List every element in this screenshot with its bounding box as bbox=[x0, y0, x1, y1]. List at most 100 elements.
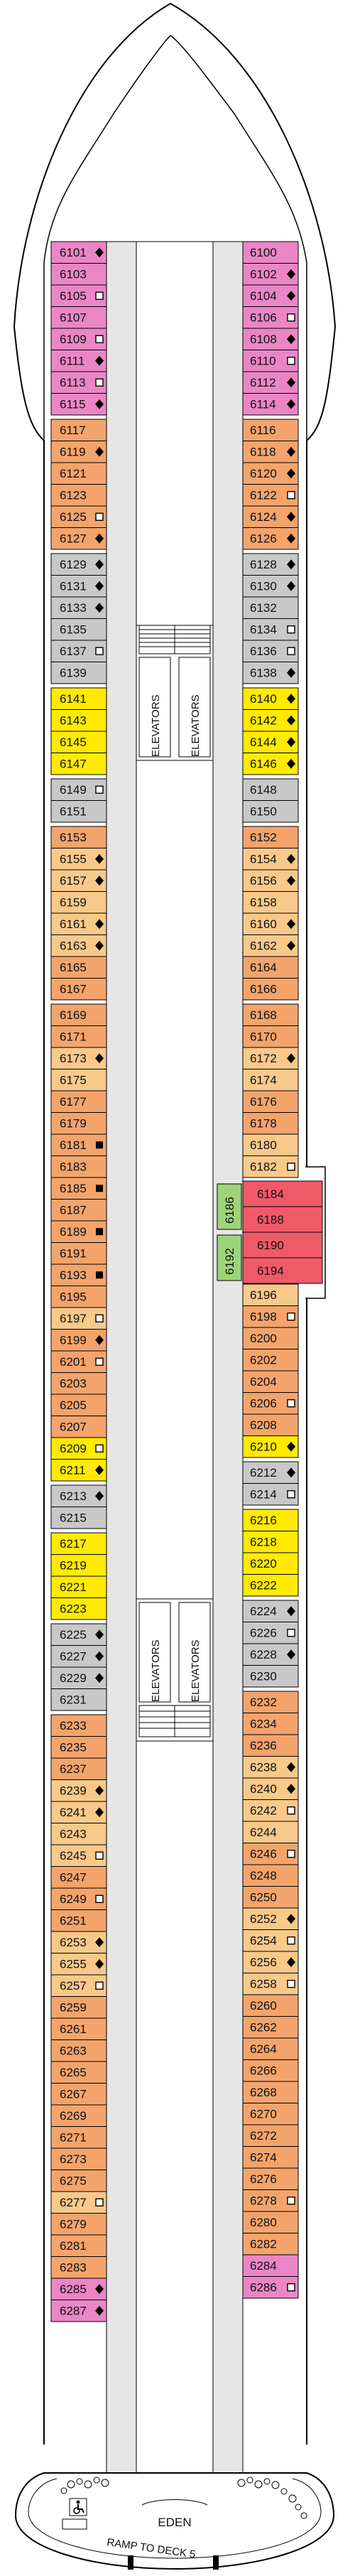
cabin-6123[interactable]: 6123 bbox=[50, 484, 107, 507]
cabin-6181[interactable]: 6181 bbox=[50, 1133, 107, 1156]
cabin-6149[interactable]: 6149 bbox=[50, 778, 107, 801]
cabin-6244[interactable]: 6244 bbox=[242, 1821, 299, 1843]
cabin-6255[interactable]: 6255 bbox=[50, 1953, 107, 1976]
cabin-6168[interactable]: 6168 bbox=[242, 1003, 299, 1026]
cabin-6240[interactable]: 6240 bbox=[242, 1777, 299, 1800]
cabin-6129[interactable]: 6129 bbox=[50, 553, 107, 576]
cabin-6207[interactable]: 6207 bbox=[50, 1416, 107, 1438]
cabin-6222[interactable]: 6222 bbox=[242, 1574, 299, 1597]
cabin-6283[interactable]: 6283 bbox=[50, 2256, 107, 2279]
cabin-6130[interactable]: 6130 bbox=[242, 575, 299, 598]
cabin-6132[interactable]: 6132 bbox=[242, 596, 299, 619]
cabin-6144[interactable]: 6144 bbox=[242, 731, 299, 753]
cabin-6223[interactable]: 6223 bbox=[50, 1597, 107, 1620]
cabin-6172[interactable]: 6172 bbox=[242, 1047, 299, 1069]
cabin-6136[interactable]: 6136 bbox=[242, 640, 299, 662]
cabin-6280[interactable]: 6280 bbox=[242, 2211, 299, 2233]
cabin-6281[interactable]: 6281 bbox=[50, 2234, 107, 2257]
cabin-6249[interactable]: 6249 bbox=[50, 1887, 107, 1910]
cabin-6241[interactable]: 6241 bbox=[50, 1801, 107, 1823]
cabin-6243[interactable]: 6243 bbox=[50, 1823, 107, 1845]
cabin-6182[interactable]: 6182 bbox=[242, 1155, 299, 1178]
cabin-6250[interactable]: 6250 bbox=[242, 1886, 299, 1909]
cabin-6179[interactable]: 6179 bbox=[50, 1112, 107, 1135]
cabin-6236[interactable]: 6236 bbox=[242, 1734, 299, 1757]
cabin-6242[interactable]: 6242 bbox=[242, 1799, 299, 1822]
cabin-6262[interactable]: 6262 bbox=[242, 2016, 299, 2039]
cabin-6231[interactable]: 6231 bbox=[50, 1688, 107, 1711]
cabin-6203[interactable]: 6203 bbox=[50, 1372, 107, 1395]
cabin-6252[interactable]: 6252 bbox=[242, 1907, 299, 1930]
cabin-6155[interactable]: 6155 bbox=[50, 848, 107, 871]
cabin-6275[interactable]: 6275 bbox=[50, 2170, 107, 2192]
cabin-6254[interactable]: 6254 bbox=[242, 1929, 299, 1952]
suite-6194[interactable]: 6194 bbox=[242, 1257, 323, 1284]
cabin-6237[interactable]: 6237 bbox=[50, 1757, 107, 1780]
cabin-6106[interactable]: 6106 bbox=[242, 306, 299, 329]
cabin-6116[interactable]: 6116 bbox=[242, 419, 299, 441]
cabin-6117[interactable]: 6117 bbox=[50, 419, 107, 441]
cabin-6276[interactable]: 6276 bbox=[242, 2167, 299, 2190]
cabin-6165[interactable]: 6165 bbox=[50, 956, 107, 979]
cabin-6257[interactable]: 6257 bbox=[50, 1974, 107, 1997]
cabin-6180[interactable]: 6180 bbox=[242, 1133, 299, 1156]
cabin-6196[interactable]: 6196 bbox=[242, 1283, 299, 1306]
cabin-6267[interactable]: 6267 bbox=[50, 2083, 107, 2106]
cabin-6204[interactable]: 6204 bbox=[242, 1370, 299, 1393]
cabin-6199[interactable]: 6199 bbox=[50, 1329, 107, 1352]
cabin-6270[interactable]: 6270 bbox=[242, 2103, 299, 2125]
cabin-6251[interactable]: 6251 bbox=[50, 1909, 107, 1932]
cabin-6220[interactable]: 6220 bbox=[242, 1552, 299, 1575]
cabin-6131[interactable]: 6131 bbox=[50, 575, 107, 598]
cabin-6148[interactable]: 6148 bbox=[242, 778, 299, 801]
cabin-6277[interactable]: 6277 bbox=[50, 2191, 107, 2214]
cabin-6239[interactable]: 6239 bbox=[50, 1779, 107, 1802]
cabin-6216[interactable]: 6216 bbox=[242, 1509, 299, 1531]
cabin-6208[interactable]: 6208 bbox=[242, 1413, 299, 1436]
cabin-6213[interactable]: 6213 bbox=[50, 1484, 107, 1507]
cabin-6185[interactable]: 6185 bbox=[50, 1177, 107, 1200]
cabin-6272[interactable]: 6272 bbox=[242, 2124, 299, 2147]
cabin-6120[interactable]: 6120 bbox=[242, 462, 299, 485]
cabin-6171[interactable]: 6171 bbox=[50, 1025, 107, 1048]
cabin-6195[interactable]: 6195 bbox=[50, 1286, 107, 1308]
cabin-6266[interactable]: 6266 bbox=[242, 2059, 299, 2082]
cabin-6269[interactable]: 6269 bbox=[50, 2104, 107, 2127]
cabin-6142[interactable]: 6142 bbox=[242, 709, 299, 732]
cabin-6260[interactable]: 6260 bbox=[242, 1994, 299, 2017]
cabin-6274[interactable]: 6274 bbox=[242, 2146, 299, 2169]
cabin-6134[interactable]: 6134 bbox=[242, 618, 299, 641]
cabin-6246[interactable]: 6246 bbox=[242, 1843, 299, 1865]
cabin-6159[interactable]: 6159 bbox=[50, 891, 107, 914]
cabin-6163[interactable]: 6163 bbox=[50, 934, 107, 957]
cabin-6175[interactable]: 6175 bbox=[50, 1069, 107, 1092]
cabin-6112[interactable]: 6112 bbox=[242, 371, 299, 394]
cabin-6191[interactable]: 6191 bbox=[50, 1242, 107, 1265]
cabin-6206[interactable]: 6206 bbox=[242, 1392, 299, 1415]
cabin-6183[interactable]: 6183 bbox=[50, 1155, 107, 1178]
cabin-6113[interactable]: 6113 bbox=[50, 371, 107, 394]
cabin-6147[interactable]: 6147 bbox=[50, 753, 107, 775]
cabin-6128[interactable]: 6128 bbox=[242, 553, 299, 576]
cabin-6103[interactable]: 6103 bbox=[50, 263, 107, 286]
cabin-6234[interactable]: 6234 bbox=[242, 1713, 299, 1735]
cabin-6212[interactable]: 6212 bbox=[242, 1461, 299, 1484]
cabin-6102[interactable]: 6102 bbox=[242, 263, 299, 286]
suite-6190[interactable]: 6190 bbox=[242, 1232, 323, 1259]
cabin-6221[interactable]: 6221 bbox=[50, 1575, 107, 1598]
cabin-6226[interactable]: 6226 bbox=[242, 1622, 299, 1644]
cabin-6104[interactable]: 6104 bbox=[242, 284, 299, 307]
cabin-6153[interactable]: 6153 bbox=[50, 826, 107, 848]
cabin-6284[interactable]: 6284 bbox=[242, 2254, 299, 2277]
cabin-6138[interactable]: 6138 bbox=[242, 662, 299, 684]
cabin-6215[interactable]: 6215 bbox=[50, 1507, 107, 1529]
cabin-6141[interactable]: 6141 bbox=[50, 687, 107, 710]
cabin-6122[interactable]: 6122 bbox=[242, 484, 299, 507]
cabin-6227[interactable]: 6227 bbox=[50, 1645, 107, 1668]
cabin-6146[interactable]: 6146 bbox=[242, 753, 299, 775]
cabin-6135[interactable]: 6135 bbox=[50, 618, 107, 641]
cabin-6259[interactable]: 6259 bbox=[50, 1996, 107, 2019]
cabin-6101[interactable]: 6101 bbox=[50, 241, 107, 264]
cabin-6279[interactable]: 6279 bbox=[50, 2213, 107, 2236]
cabin-6245[interactable]: 6245 bbox=[50, 1844, 107, 1867]
